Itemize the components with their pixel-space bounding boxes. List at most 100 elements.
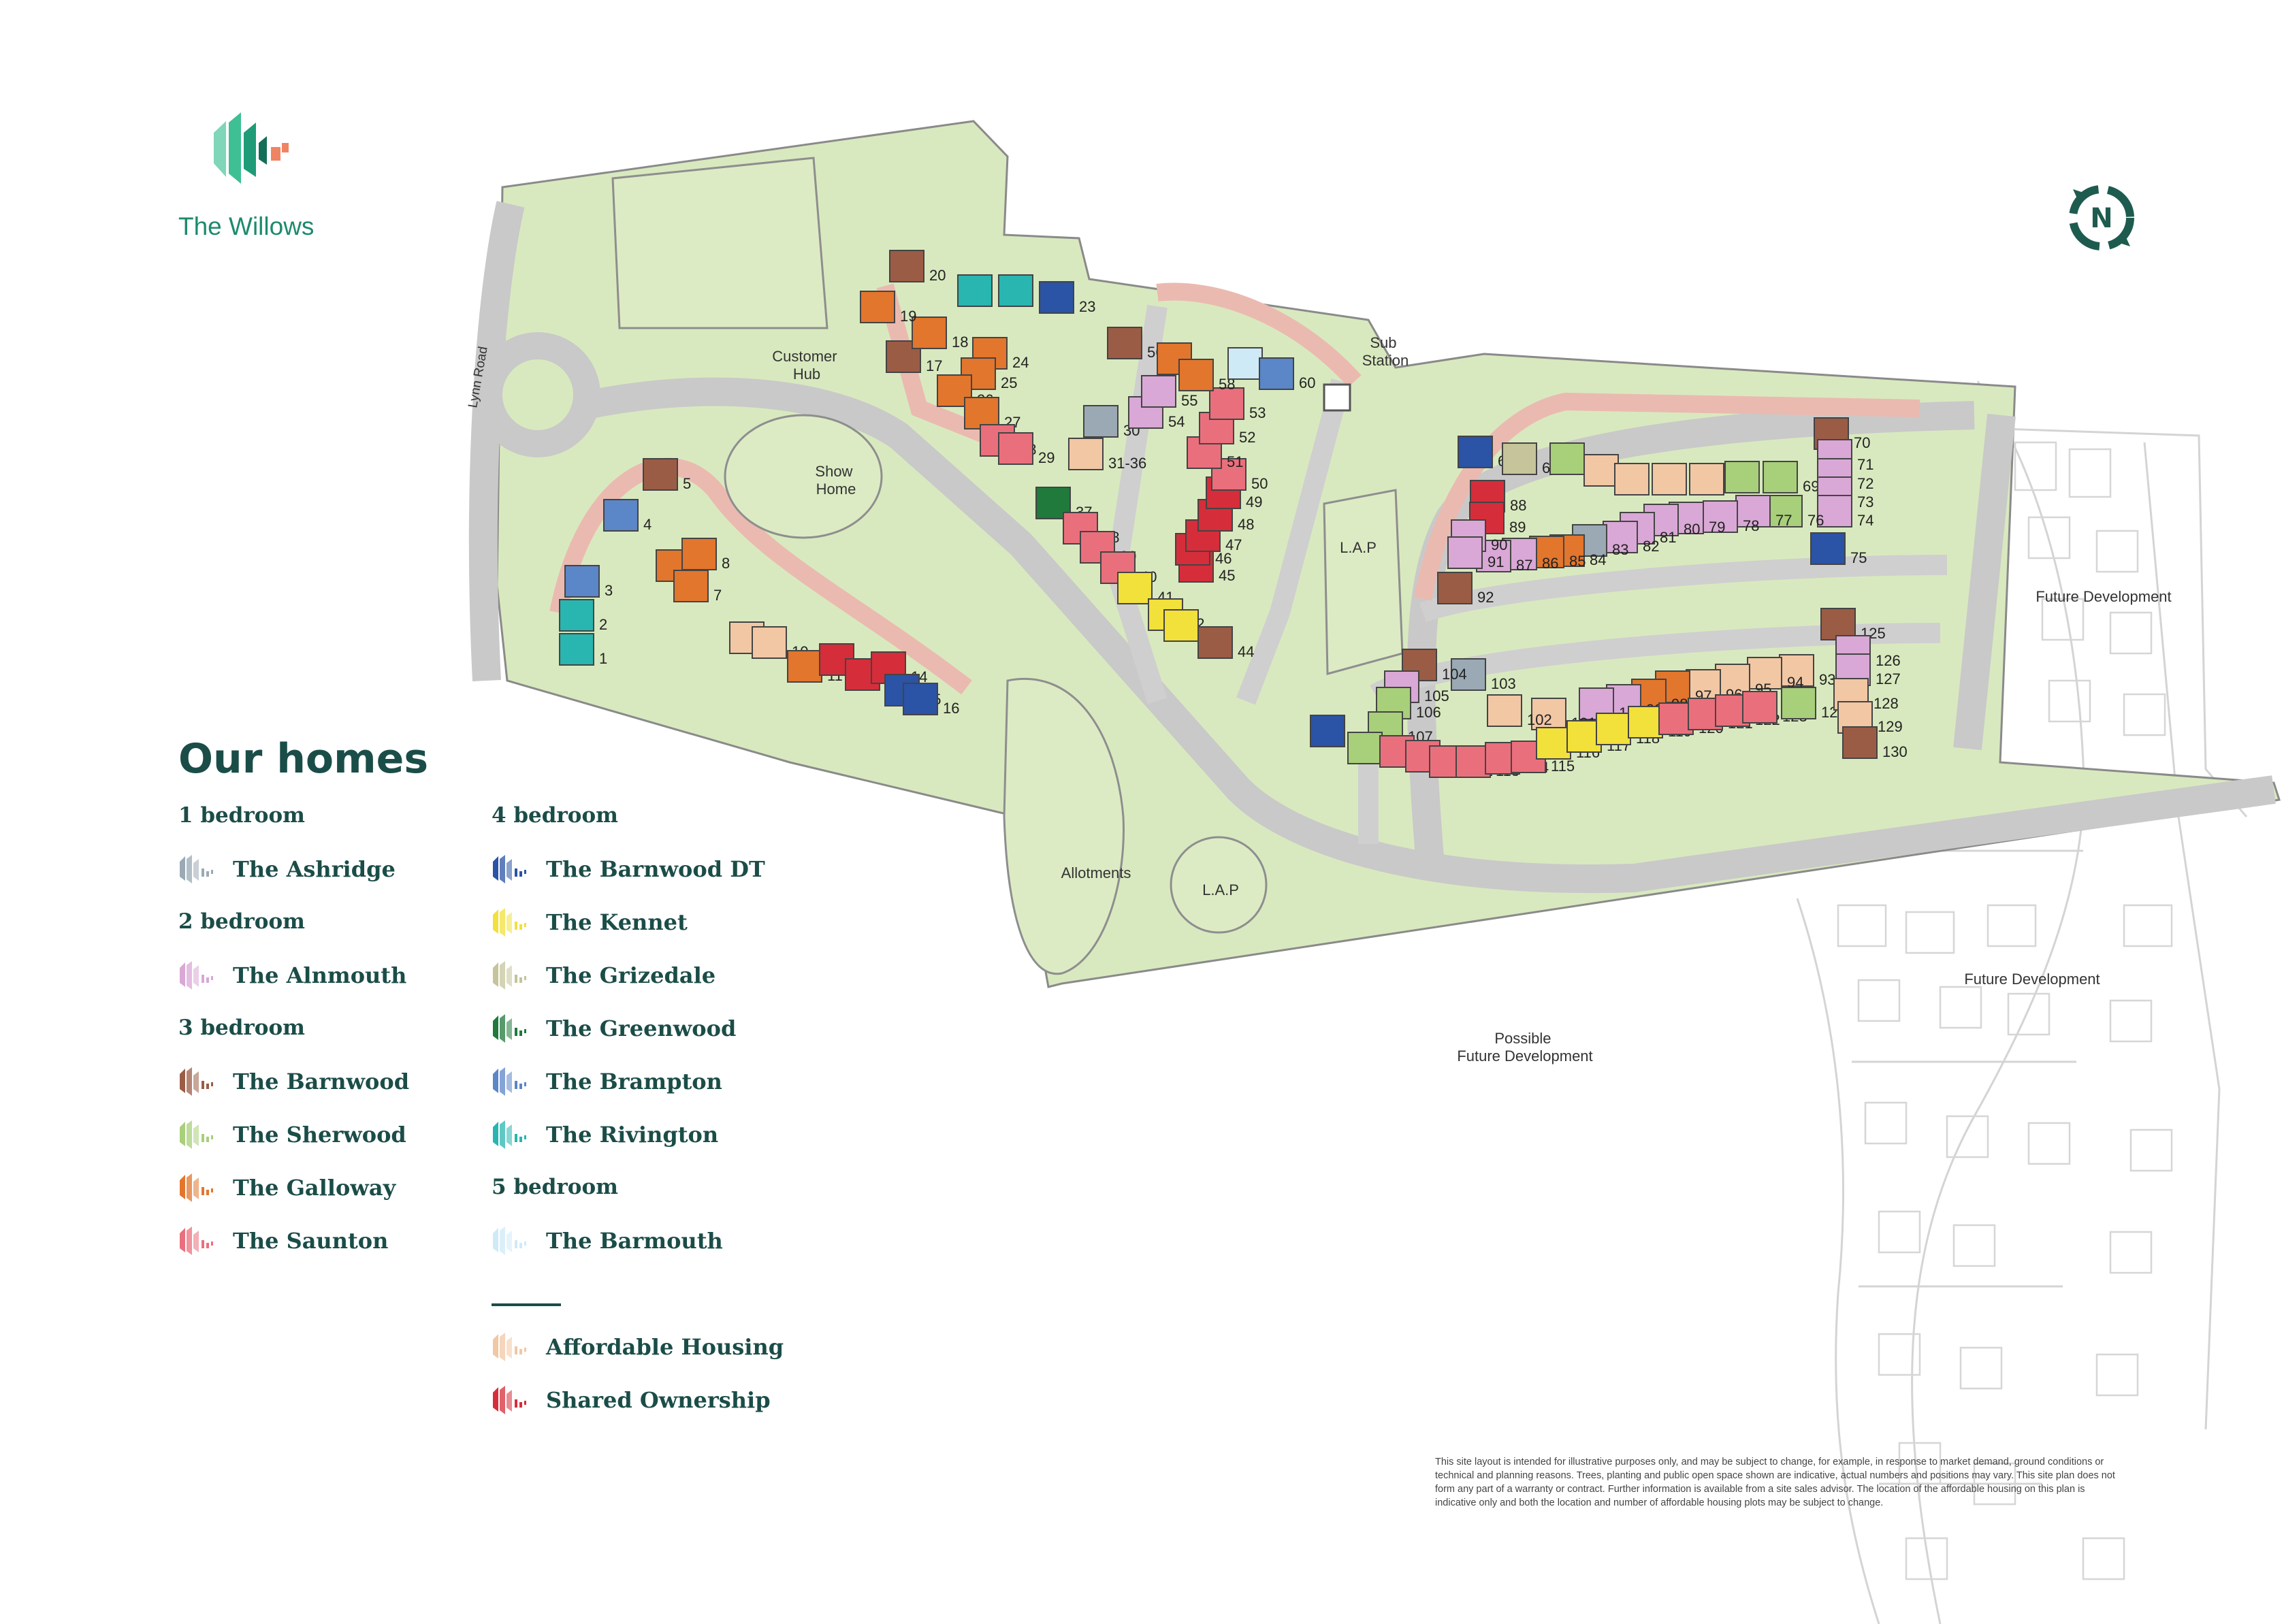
- plot-house-102: [1487, 694, 1522, 727]
- plot-number: 75: [1850, 549, 1867, 566]
- plot-house-44: [1197, 626, 1233, 659]
- plot-number: 70: [1854, 434, 1870, 451]
- plot-house-64: [1583, 454, 1619, 487]
- sub-station-label: Sub Station: [1362, 334, 1409, 369]
- plot-house-4: [603, 499, 639, 532]
- plot-house-119: [1628, 706, 1663, 738]
- plot-house-130: [1842, 726, 1878, 759]
- plot-house-7: [673, 570, 709, 602]
- plot-house-120: [1658, 702, 1694, 735]
- plot-number: 47: [1225, 536, 1242, 553]
- plot-house-2: [559, 599, 594, 632]
- plot-house-101: [1531, 698, 1566, 730]
- plot-house-109: [1347, 732, 1383, 764]
- plot-house-74: [1817, 495, 1852, 527]
- plot-number: 16: [943, 700, 959, 717]
- plot-house-23: [1039, 281, 1074, 314]
- plot-number: 55: [1181, 392, 1197, 409]
- house-type-swatch-icon: [493, 908, 526, 937]
- svg-text:N: N: [2090, 203, 2112, 234]
- plot-house-59: [1227, 347, 1263, 380]
- plot-house-78: [1703, 500, 1738, 533]
- plot-number: 19: [900, 308, 916, 325]
- disclaimer-text: This site layout is intended for illustr…: [1435, 1457, 2115, 1508]
- show-home-green: [724, 414, 883, 539]
- plot-number: 53: [1249, 404, 1266, 421]
- plot-house-30: [1083, 405, 1119, 438]
- plot-number: 4: [643, 516, 652, 533]
- plot-house-56: [1107, 327, 1142, 359]
- plot-number: 50: [1251, 475, 1268, 492]
- plot-number: 52: [1239, 429, 1255, 446]
- plot-number: 72: [1857, 475, 1873, 492]
- group-heading-4-bedroom: 4 bedroom: [492, 803, 618, 828]
- plot-house-118: [1596, 713, 1631, 745]
- plot-house-124: [1781, 687, 1816, 719]
- future-development-label-north: Future Development: [2036, 588, 2171, 605]
- group-heading-5-bedroom: 5 bedroom: [492, 1175, 618, 1199]
- plot-number: 78: [1743, 517, 1759, 534]
- lap-label-south: L.A.P: [1202, 881, 1239, 898]
- legend-divider: [492, 1303, 561, 1306]
- brand-name: The Willows: [178, 212, 315, 240]
- plot-number: 8: [722, 555, 730, 572]
- plot-house-66: [1652, 463, 1687, 496]
- house-type-swatch-icon: [180, 1227, 213, 1255]
- plot-number: 18: [952, 334, 968, 351]
- plot-number: 69: [1803, 478, 1819, 495]
- plot-number: 60: [1299, 374, 1315, 391]
- house-type-swatch-icon: [493, 1120, 526, 1149]
- plot-number: 90: [1491, 536, 1507, 553]
- plot-number: 115: [1551, 758, 1575, 775]
- plot-number: 93: [1819, 671, 1835, 688]
- plot-number: 126: [1876, 652, 1901, 669]
- plot-number: 129: [1878, 718, 1903, 735]
- tenure-swatch-icon: [493, 1333, 526, 1361]
- plot-house-58: [1178, 359, 1214, 391]
- house-type-swatch-icon: [493, 1067, 526, 1096]
- plot-house-75: [1810, 532, 1846, 565]
- roundabout: [475, 332, 600, 457]
- lap-east: [1323, 489, 1404, 675]
- plot-number: 54: [1168, 413, 1185, 430]
- plot-number: 24: [1012, 354, 1029, 371]
- plot-number: 71: [1857, 456, 1873, 473]
- plot-house-29: [998, 432, 1033, 465]
- plot-house-5: [643, 458, 678, 491]
- plot-number: 17: [926, 357, 942, 374]
- tenure-swatch-icon: [493, 1386, 526, 1414]
- plot-number: 46: [1215, 550, 1232, 567]
- plot-house-91: [1447, 536, 1483, 569]
- house-type-swatch-icon: [180, 1173, 213, 1202]
- plot-number: 128: [1873, 695, 1899, 712]
- willows-logo-icon: [214, 112, 289, 184]
- plot-number: 25: [1001, 374, 1017, 391]
- plot-number: 77: [1775, 512, 1792, 529]
- plot-number: 73: [1857, 493, 1873, 510]
- plot-house-67: [1689, 463, 1724, 496]
- plot-house-62: [1502, 442, 1537, 475]
- house-type-swatch-icon: [493, 855, 526, 883]
- plot-number: 102: [1527, 711, 1552, 728]
- plot-house-50: [1211, 458, 1246, 491]
- plot-house-3: [564, 565, 600, 598]
- plot-number: 85: [1569, 553, 1586, 570]
- plot-number: 49: [1246, 493, 1262, 510]
- customer-hub-label: Customer Hub: [772, 348, 841, 383]
- plot-number: 82: [1643, 538, 1659, 555]
- plot-number: 87: [1516, 557, 1532, 574]
- plot-number: 130: [1882, 743, 1908, 760]
- plot-number: 48: [1238, 516, 1254, 533]
- house-type-swatch-icon: [180, 1120, 213, 1149]
- plot-number: 105: [1424, 687, 1449, 704]
- plot-number: 79: [1709, 519, 1725, 536]
- plot-house-116: [1536, 727, 1571, 760]
- plot-number: 88: [1510, 497, 1526, 514]
- plot-house-63: [1549, 442, 1585, 475]
- plot-house-20: [889, 250, 924, 282]
- plot-number: 80: [1684, 521, 1700, 538]
- plot-number: 92: [1477, 589, 1494, 606]
- plot-number: 89: [1509, 519, 1526, 536]
- plot-house-22: [998, 274, 1033, 307]
